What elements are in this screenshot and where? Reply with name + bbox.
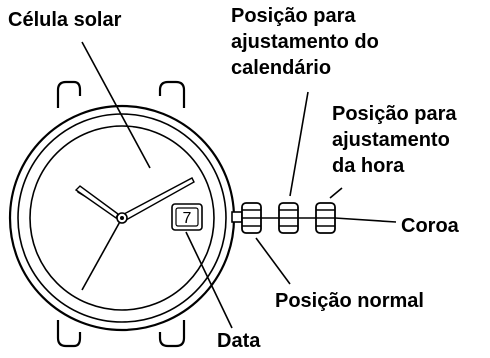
crown-position-time <box>315 202 336 234</box>
hour-hand <box>74 185 123 220</box>
crown-position-normal <box>241 202 279 234</box>
center-pin-inner <box>120 216 124 220</box>
leader-date <box>185 231 233 329</box>
leader-time-position <box>329 187 343 199</box>
leader-calendar-position <box>289 91 309 197</box>
date-value: 7 <box>183 210 192 227</box>
label-solar-cell: Célula solar <box>8 9 122 31</box>
crown-stem <box>231 211 243 223</box>
watch-dial <box>29 125 215 311</box>
label-time-position-line3: da hora <box>332 155 405 177</box>
label-normal-position: Posição normal <box>275 290 424 312</box>
crown-position-calendar <box>278 202 316 234</box>
label-time-position-line2: ajustamento <box>332 129 450 151</box>
label-time-position: Posição para ajustamento da hora <box>332 101 457 179</box>
leader-crown <box>334 217 397 223</box>
leader-normal-position <box>255 237 291 285</box>
label-date: Data <box>217 330 261 352</box>
label-calendar-position: Posição para ajustamento do calendário <box>231 3 379 81</box>
date-window: 7 <box>171 203 203 231</box>
lower-lugs <box>56 320 186 348</box>
label-crown: Coroa <box>401 215 459 237</box>
label-calendar-position-line3: calendário <box>231 57 332 79</box>
label-time-position-line1: Posição para <box>332 103 457 125</box>
upper-lugs <box>56 80 186 108</box>
label-calendar-position-line2: ajustamento do <box>231 31 379 53</box>
label-calendar-position-line1: Posição para <box>231 5 356 27</box>
leader-solar-cell <box>81 41 151 169</box>
second-hand <box>81 217 123 291</box>
watch-case-bezel <box>17 113 227 323</box>
